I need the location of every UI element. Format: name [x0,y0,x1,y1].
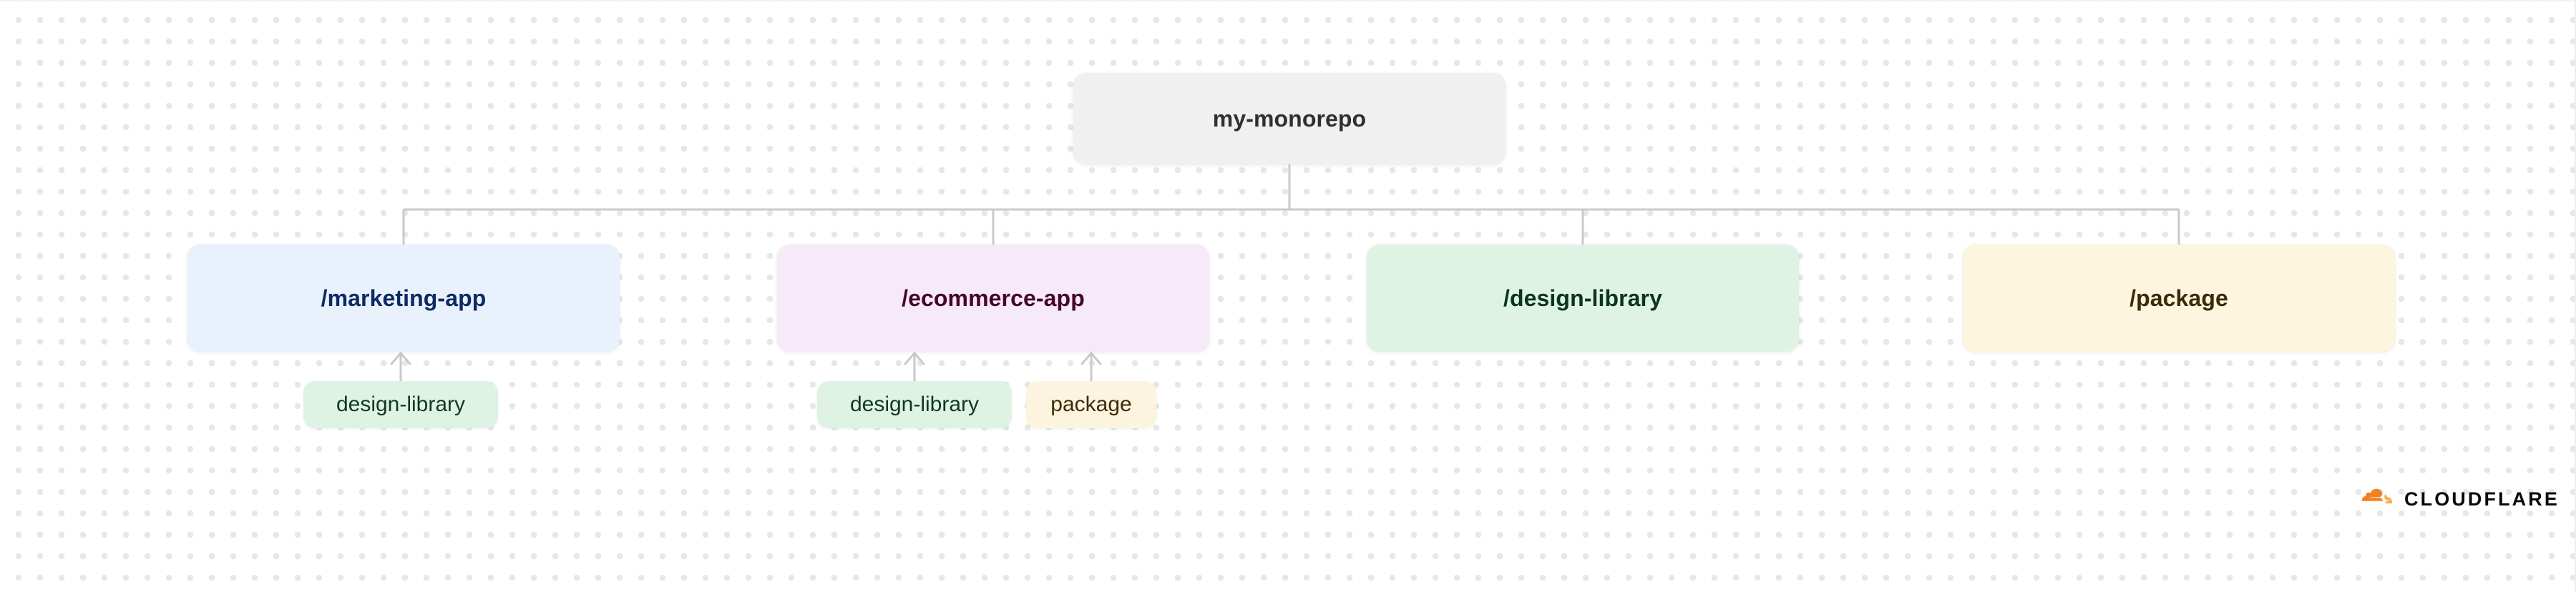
arrowhead-ecommerce-package [1080,352,1102,365]
arrowhead-ecommerce-design-library [904,352,925,365]
arrowhead-marketing-design-library [390,352,411,365]
node-marketing-app[interactable]: /marketing-app [187,245,620,352]
cloudflare-cloud-icon [2361,488,2393,504]
node-design-library[interactable]: /design-library [1367,245,1799,352]
dependency-chip-ecommerce-package[interactable]: package [1026,381,1156,428]
node-ecommerce-app[interactable]: /ecommerce-app [777,245,1209,352]
node-root[interactable]: my-monorepo [1073,73,1506,164]
node-package[interactable]: /package [1963,245,2395,352]
cloudflare-wordmark: CLOUDFLARE [2404,488,2560,510]
dependency-chip-ecommerce-design-library[interactable]: design-library [817,381,1012,428]
cloudflare-logo: CLOUDFLARE [2353,488,2560,510]
dependency-chip-marketing-design-library[interactable]: design-library [303,381,498,428]
